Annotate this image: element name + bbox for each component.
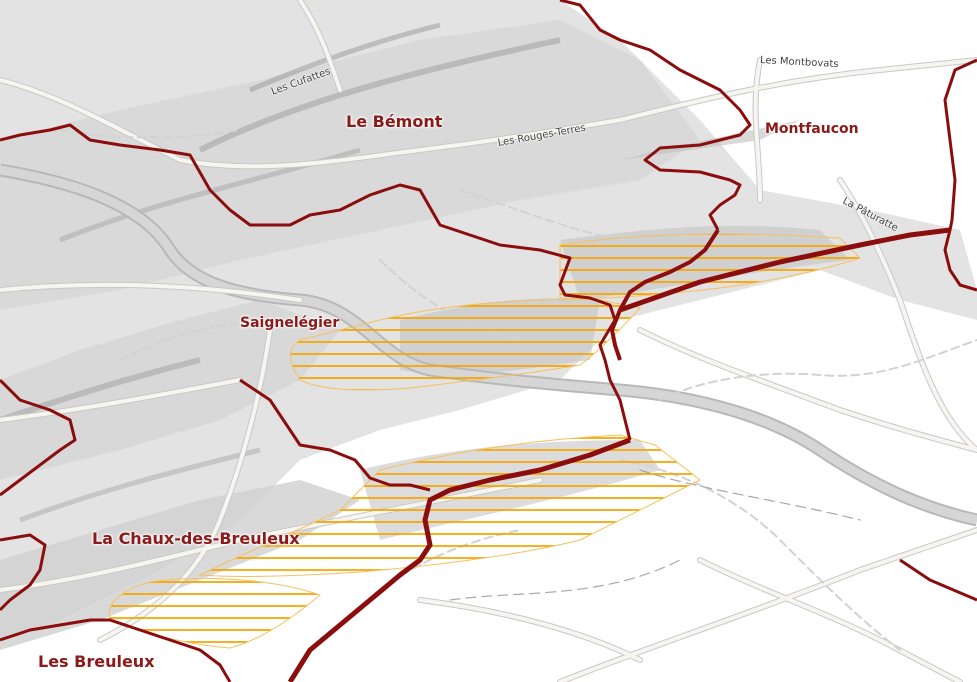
municipality-label-les-breuleux: Les Breuleux bbox=[38, 652, 155, 671]
municipality-label-le-bemont: Le Bémont bbox=[346, 112, 443, 131]
municipality-label-la-chaux-des-breuleux: La Chaux-des-Breuleux bbox=[92, 529, 300, 548]
municipality-label-montfaucon: Montfaucon bbox=[765, 121, 859, 137]
hatched-zones bbox=[108, 233, 861, 649]
municipality-label-saignelegier: Saignelégier bbox=[240, 315, 340, 331]
